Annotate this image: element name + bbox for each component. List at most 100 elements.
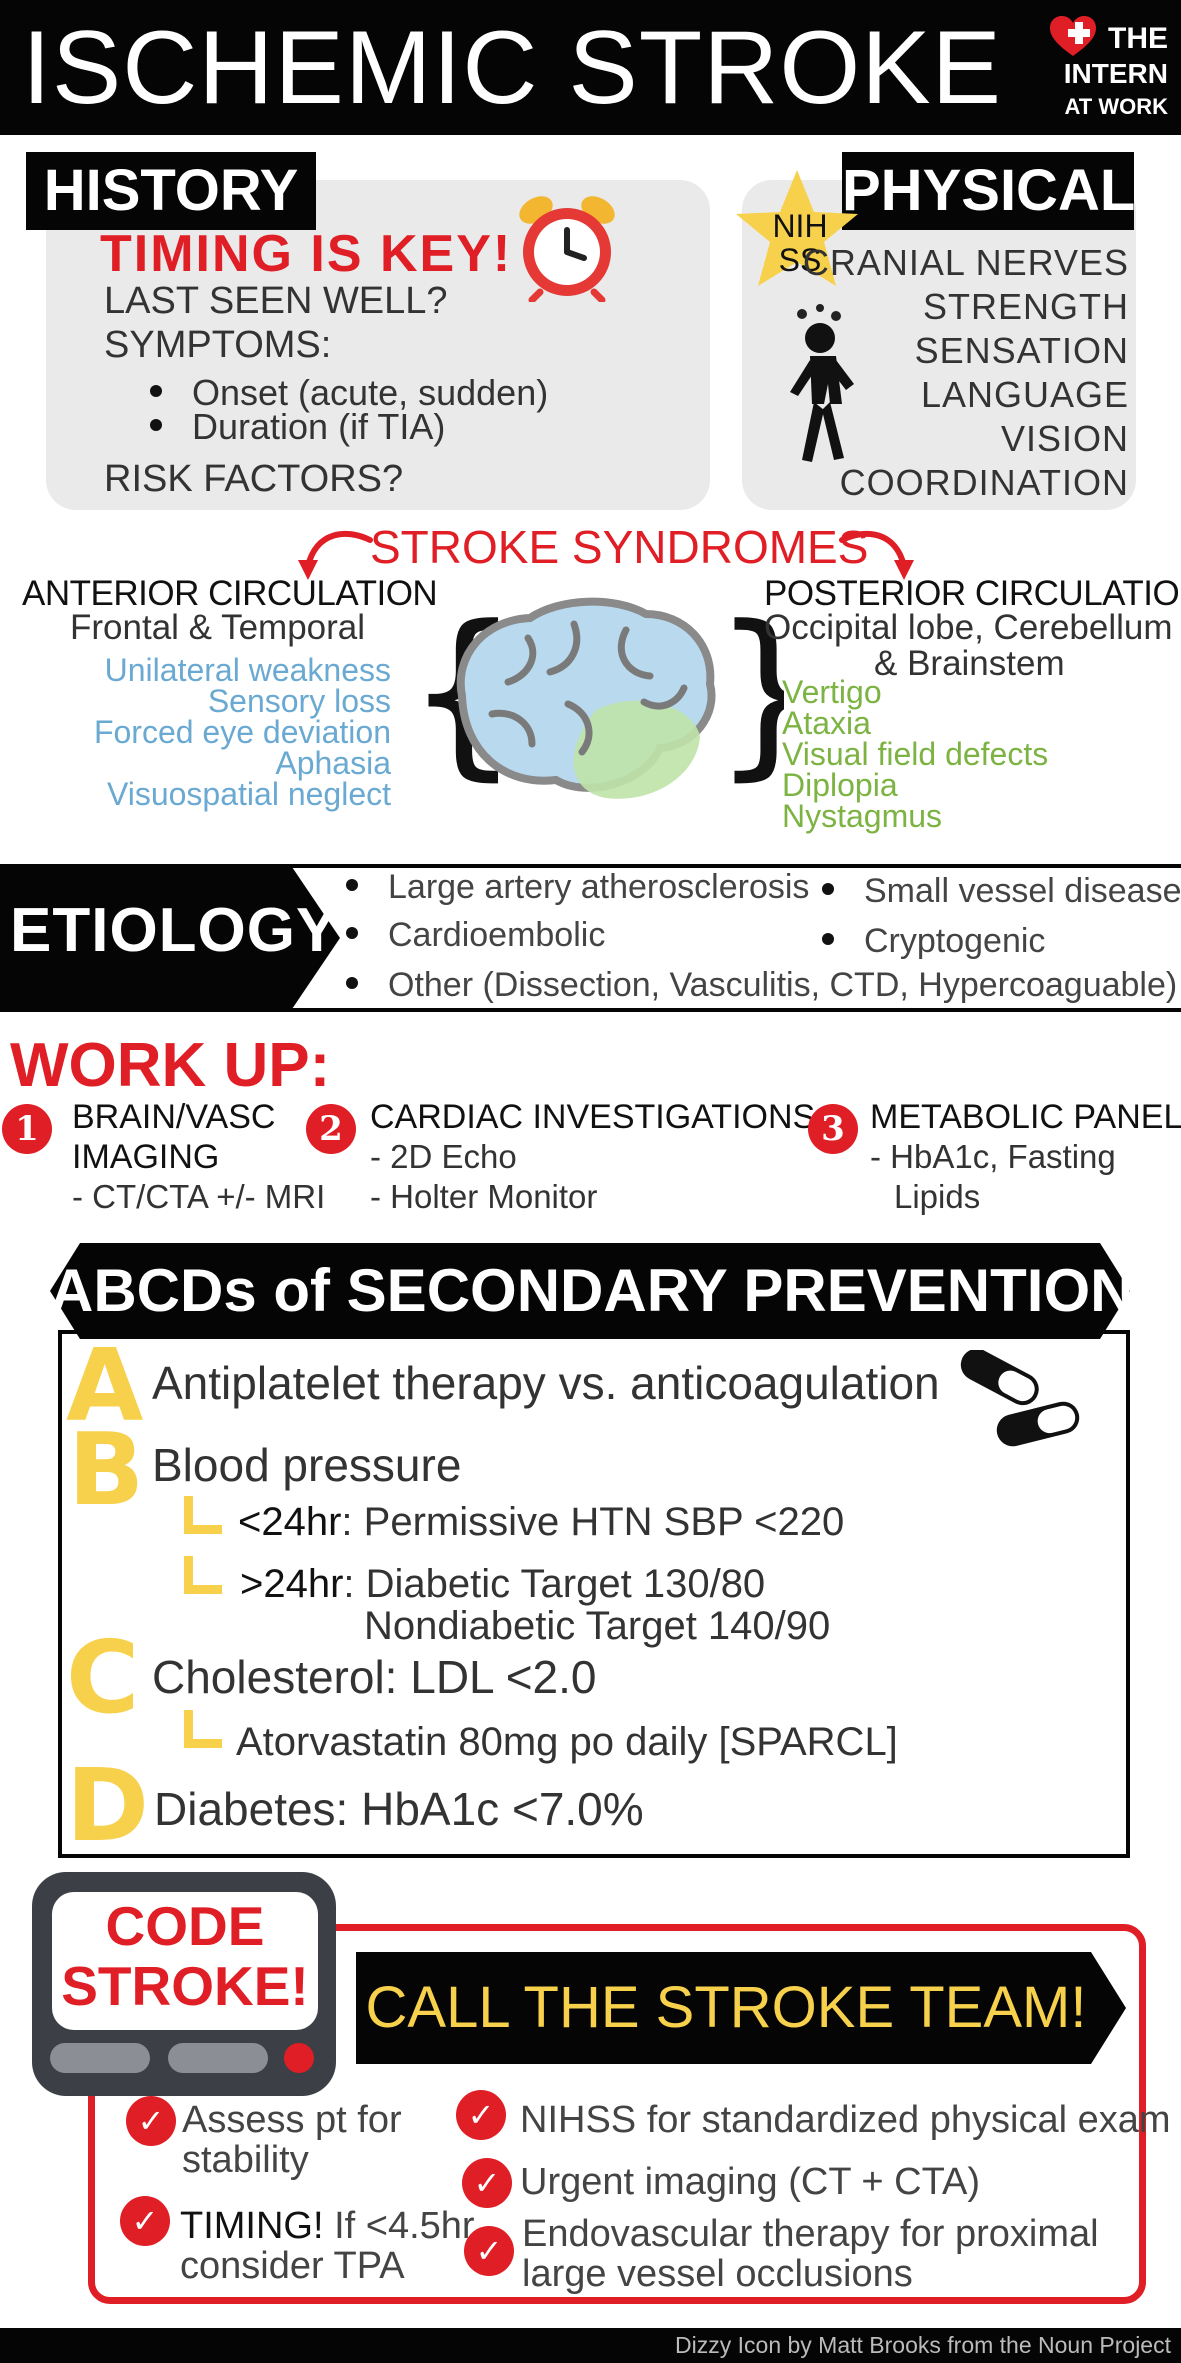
nihss-star-text-2: SS (778, 242, 822, 278)
etiology-item-small-vessel: Small vessel disease (822, 872, 1181, 911)
logo-text-2: INTERN (1063, 58, 1168, 89)
anterior-item-sensory-loss: Sensory loss (207, 683, 391, 719)
posterior-item-ataxia: Ataxia (782, 705, 871, 741)
abcd-a-text: Antiplatelet therapy vs. anticoagulation (152, 1357, 940, 1409)
anterior-item-aphasia: Aphasia (275, 745, 391, 781)
code-stroke-box (88, 1924, 1146, 2304)
workup-step-3-detail-1: - HbA1c, Fasting (870, 1138, 1116, 1175)
symptoms-label: SYMPTOMS: (104, 324, 332, 366)
icon-credit: Dizzy Icon by Matt Brooks from the Noun … (675, 2332, 1171, 2358)
anterior-item-forced-eye-deviation: Forced eye deviation (93, 714, 391, 750)
bullet-dot (150, 419, 162, 432)
bullet-dot (822, 933, 834, 946)
physical-item-sensation: SENSATION (914, 330, 1129, 371)
page-title: ISCHEMIC STROKE (22, 10, 1002, 126)
abcd-b-sub-2: >24hr: Diabetic Target 130/80 (240, 1562, 766, 1606)
letter-a: A (66, 1327, 144, 1444)
check-icon: ✓ (126, 2096, 176, 2146)
workup-step-1-heading-1: BRAIN/VASC (72, 1098, 276, 1136)
checklist-nihss: NIHSS for standardized physical exam (520, 2099, 1171, 2141)
workup-step-3-detail-2: Lipids (894, 1178, 981, 1215)
footer-bar (0, 2328, 1181, 2363)
heart-cross-icon (1050, 16, 1096, 56)
alarm-clock-icon (519, 196, 615, 302)
bullet-dot (346, 927, 358, 940)
letter-b: B (68, 1411, 145, 1528)
physical-item-coordination: COORDINATION (839, 462, 1129, 503)
stroke-syndromes-title: STROKE SYNDROMES (370, 521, 869, 573)
symptom-bullet-duration: Duration (if TIA) (150, 406, 445, 448)
posterior-item-visual-field-defects: Visual field defects (782, 736, 1049, 772)
workup-step-2-detail-2: - Holter Monitor (370, 1178, 598, 1215)
posterior-item-nystagmus: Nystagmus (782, 798, 943, 834)
etiology-item-cryptogenic: Cryptogenic (822, 922, 1045, 961)
history-heading: HISTORY (26, 152, 316, 230)
physical-item-language: LANGUAGE (920, 374, 1129, 415)
posterior-item-vertigo: Vertigo (782, 674, 882, 710)
checklist-urgent-imaging: Urgent imaging (CT + CTA) (520, 2161, 981, 2203)
abcd-banner (50, 1243, 1130, 1339)
workup-step-1-heading-2: IMAGING (72, 1138, 220, 1176)
abcd-b-sub-2-line-2: Nondiabetic Target 140/90 (364, 1604, 831, 1648)
anterior-item-visuospatial-neglect: Visuospatial neglect (106, 776, 391, 812)
code-stroke-line-1: CODE (105, 1895, 265, 1957)
bullet-dot (346, 879, 358, 892)
last-seen-well: LAST SEEN WELL? (104, 280, 448, 322)
anterior-circulation-subtitle: Frontal & Temporal (70, 608, 366, 647)
logo-text-3: AT WORK (1064, 94, 1168, 119)
bullet-dot (150, 385, 162, 398)
etiology-band (0, 864, 1181, 1012)
etiology-item-other: Other (Dissection, Vasculitis, CTD, Hype… (346, 966, 1177, 1005)
star-icon (736, 170, 858, 286)
logo-text-1: THE (1108, 22, 1168, 55)
sub-arrow-icon (184, 1710, 222, 1748)
physical-item-cranial-nerves: CRANIAL NERVES (802, 242, 1129, 283)
bullet-dot (346, 977, 358, 990)
check-icon: ✓ (456, 2090, 506, 2140)
right-brace: } (712, 588, 784, 797)
workup-number-1: 1 (2, 1104, 52, 1154)
pager-button (168, 2043, 268, 2073)
letter-d: D (66, 1747, 150, 1864)
bullet-dot (822, 883, 834, 896)
abcd-b-text: Blood pressure (152, 1439, 462, 1491)
sub-arrow-icon (184, 1496, 222, 1534)
physical-item-vision: VISION (1000, 418, 1129, 459)
pager-red-dot (284, 2043, 314, 2073)
brain-icon: { } (406, 588, 784, 799)
curved-arrow-left-icon (298, 530, 373, 580)
curved-arrow-right-icon (839, 530, 914, 580)
call-stroke-team: CALL THE STROKE TEAM! (365, 1975, 1087, 2040)
pills-icon (960, 1350, 1080, 1447)
letter-c: C (66, 1619, 140, 1736)
posterior-circulation-subtitle-2: & Brainstem (874, 644, 1065, 683)
etiology-item-cardioembolic: Cardioembolic (346, 916, 605, 955)
posterior-circulation-heading: POSTERIOR CIRCULATION (764, 574, 1181, 613)
workup-title: WORK UP: (10, 1031, 331, 1100)
workup-step-2-heading: CARDIAC INVESTIGATIONS (370, 1098, 816, 1136)
workup-number-2: 2 (306, 1104, 356, 1154)
workup-step-1-detail: - CT/CTA +/- MRI (72, 1178, 326, 1215)
etiology-label: ETIOLOGY (10, 896, 339, 965)
workup-step-3-heading: METABOLIC PANEL (870, 1098, 1181, 1136)
workup-number-3: 3 (808, 1104, 858, 1154)
workup-step-2-detail-1: - 2D Echo (370, 1138, 517, 1175)
call-banner (356, 1952, 1126, 2064)
posterior-item-diplopia: Diplopia (782, 767, 898, 803)
check-icon: ✓ (120, 2196, 170, 2246)
anterior-circulation-heading: ANTERIOR CIRCULATION (22, 574, 438, 613)
posterior-circulation-subtitle-1: Occipital lobe, Cerebellum (764, 608, 1173, 647)
code-stroke-line-2: STROKE! (61, 1955, 309, 2017)
abcd-c-text: Cholesterol: LDL <2.0 (152, 1651, 597, 1703)
pager-button (50, 2043, 150, 2073)
abcd-b-sub-1: <24hr: Permissive HTN SBP <220 (238, 1500, 845, 1544)
abcd-d-text: Diabetes: HbA1c <7.0% (154, 1783, 644, 1835)
etiology-item-large-artery: Large artery atherosclerosis (346, 868, 809, 907)
risk-factors: RISK FACTORS? (104, 458, 404, 500)
pager-screen (52, 1892, 318, 2030)
abcd-c-sub: Atorvastatin 80mg po daily [SPARCL] (236, 1720, 898, 1764)
check-icon: ✓ (464, 2226, 514, 2276)
